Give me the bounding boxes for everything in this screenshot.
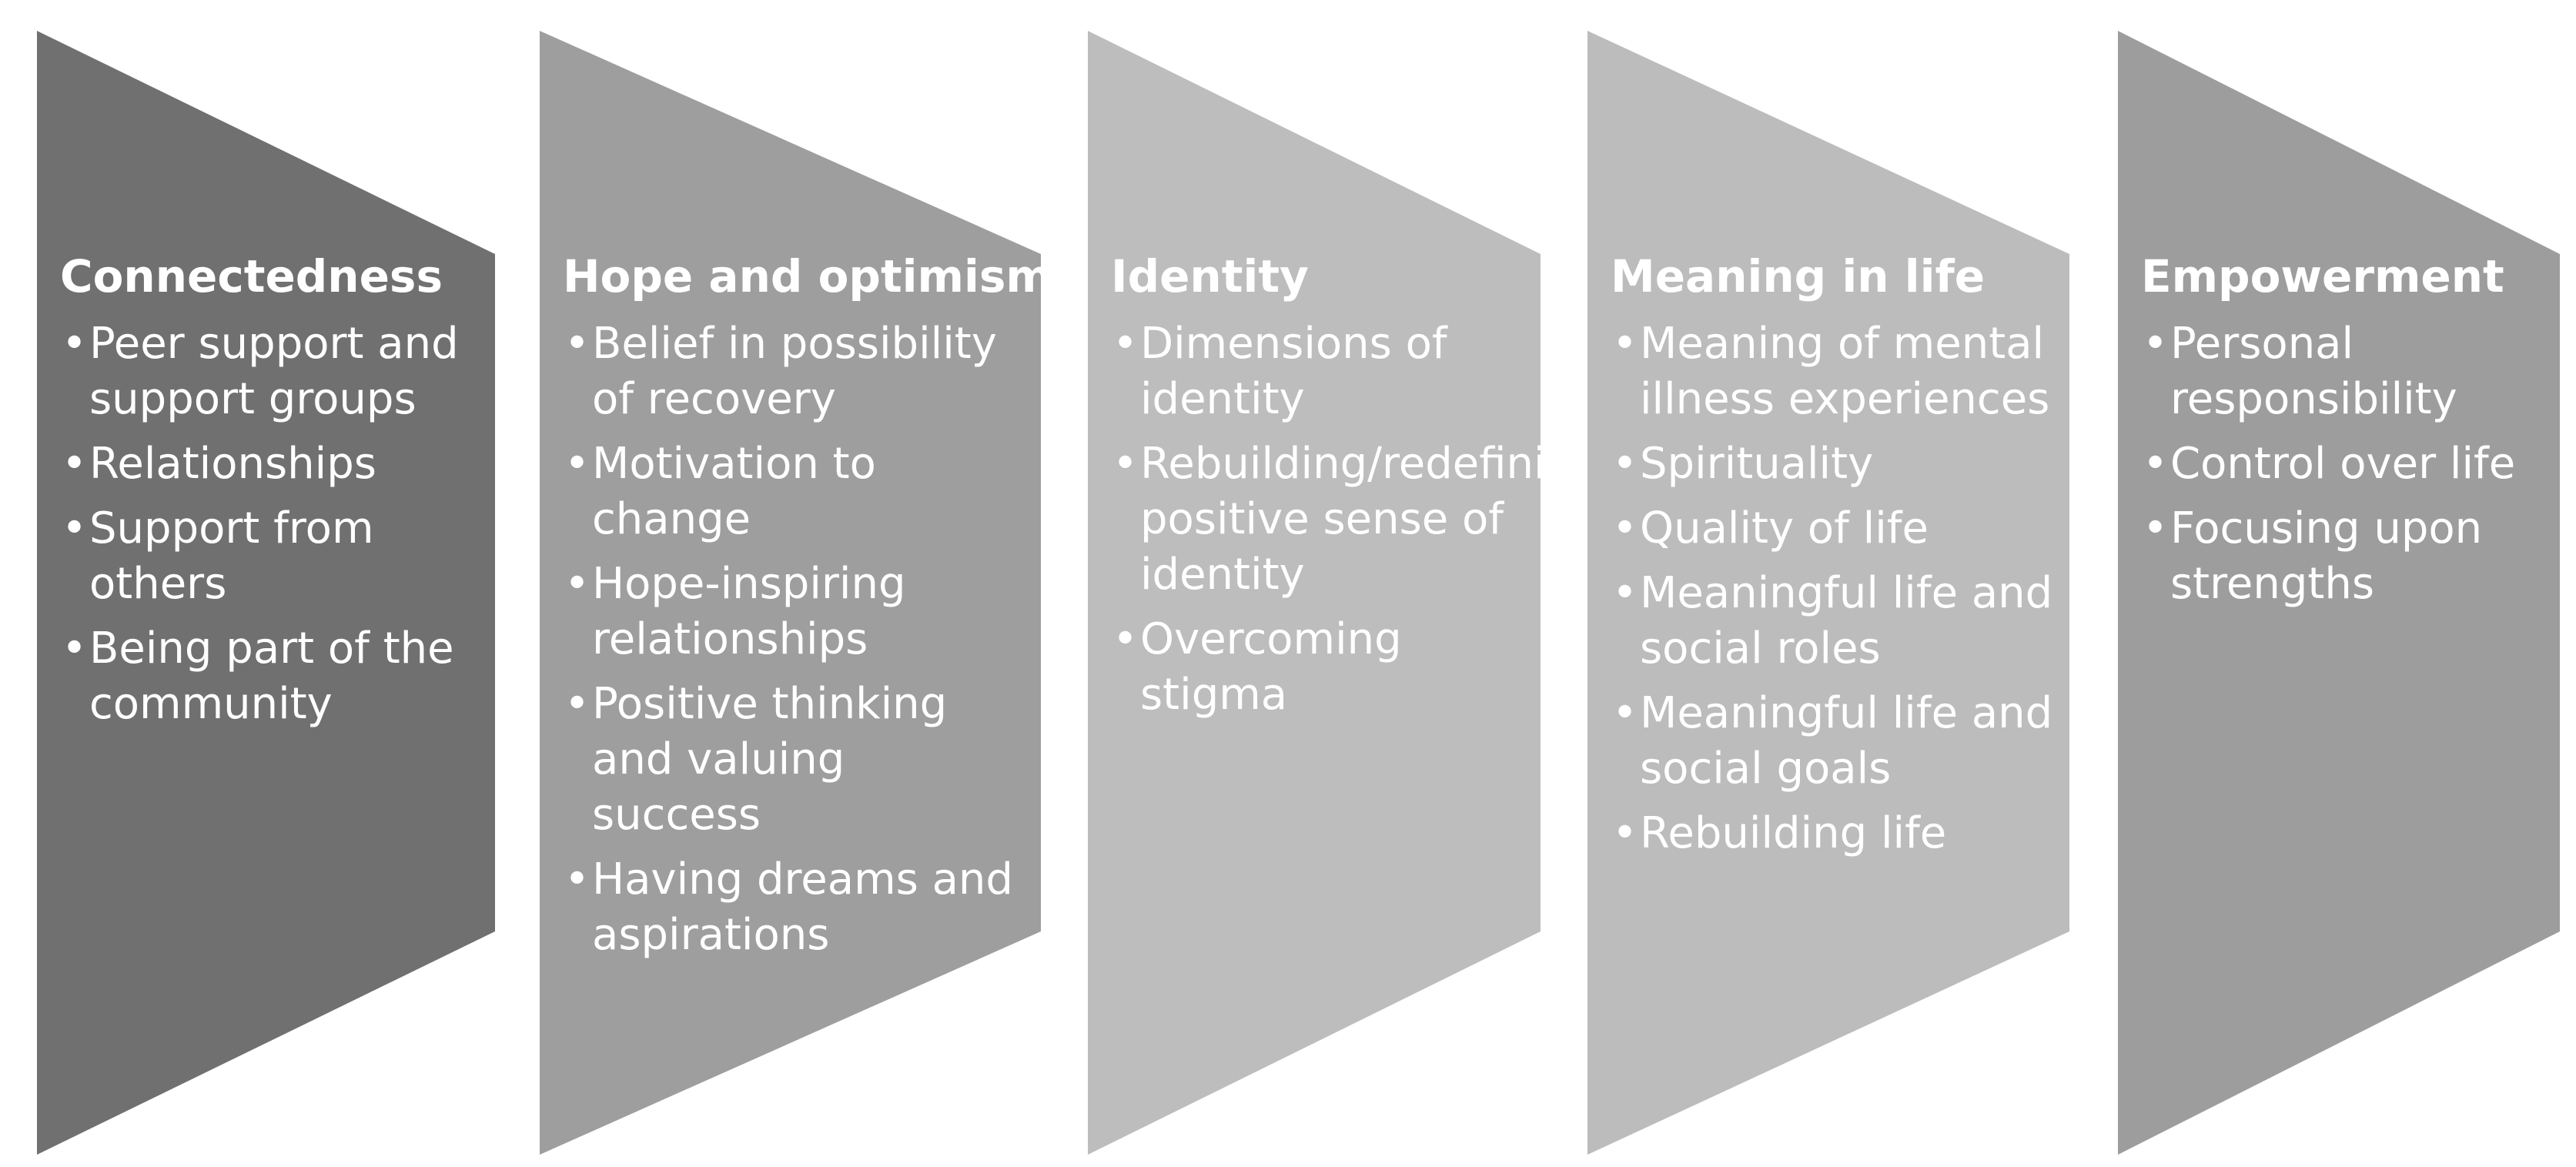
panel-identity: Identity •Dimensions of identity•Rebuild…	[1088, 31, 1601, 1155]
panel-bullet-item: •Spirituality	[1611, 436, 2056, 492]
bullet-item-text: Focusing upon strengths	[2170, 503, 2483, 609]
panel-content: Identity •Dimensions of identity•Rebuild…	[1111, 249, 1601, 732]
panel-bullet-item: •Being part of the community	[60, 621, 481, 732]
bullet-item-text: Meaningful life and social goals	[1640, 688, 2053, 794]
bullet-item-text: Rebuilding/redefining positive sense of …	[1140, 439, 1601, 600]
panel-item-list: •Meaning of mental illness experiences•S…	[1611, 316, 2056, 861]
panel-bullet-item: •Having dreams and aspirations	[563, 852, 1027, 963]
bullet-glyph: •	[1612, 439, 1638, 489]
bullet-item-text: Control over life	[2170, 439, 2516, 489]
bullet-item-text: Dimensions of identity	[1140, 319, 1447, 424]
bullet-glyph: •	[1112, 439, 1139, 489]
panel-heading: Hope and optimism	[563, 250, 1052, 303]
bullet-glyph: •	[564, 854, 590, 905]
bullet-glyph: •	[564, 319, 590, 369]
panel-bullet-item: •Rebuilding/redefining positive sense of…	[1111, 436, 1601, 603]
bullet-item-text: Rebuilding life	[1640, 808, 1947, 858]
bullet-item-text: Quality of life	[1640, 503, 1929, 553]
panel-content: Hope and optimism •Belief in possibility…	[563, 249, 1052, 972]
bullet-item-text: Relationships	[89, 439, 376, 489]
panel-bullet-item: •Quality of life	[1611, 501, 2056, 557]
bullet-item-text: Being part of the community	[89, 624, 454, 729]
bullet-item-text: Having dreams and aspirations	[592, 854, 1013, 960]
bullet-item-text: Meaning of mental illness experiences	[1640, 319, 2050, 424]
panel-shape	[37, 31, 495, 1155]
panel-heading: Identity	[1111, 250, 1309, 303]
bullet-item-text: Meaningful life and social roles	[1640, 568, 2053, 674]
bullet-glyph: •	[1612, 568, 1638, 618]
bullet-glyph: •	[1612, 319, 1638, 369]
panel-bullet-item: •Meaningful life and social goals	[1611, 686, 2056, 797]
panel-bullet-item: •Overcoming stigma	[1111, 612, 1527, 723]
panel-item-list: •Belief in possibility of recovery•Motiv…	[563, 316, 1027, 963]
bullet-glyph: •	[564, 679, 590, 729]
panel-connectedness: Connectedness •Peer support and support …	[37, 31, 495, 1155]
bullet-item-text: Belief in possibility of recovery	[592, 319, 997, 424]
bullet-item-text: Motivation to change	[592, 439, 876, 544]
panel-content: Meaning in life •Meaning of mental illne…	[1611, 249, 2056, 871]
panel-item-list: •Peer support and support groups•Relatio…	[60, 316, 481, 732]
panel-bullet-item: •Relationships	[60, 436, 481, 492]
bullet-glyph: •	[2143, 503, 2169, 553]
panel-content: Empowerment •Personal responsibility•Con…	[2141, 249, 2546, 621]
bullet-glyph: •	[2143, 319, 2169, 369]
bullet-glyph: •	[1612, 808, 1638, 858]
bullet-glyph: •	[564, 439, 590, 489]
bullet-glyph: •	[1612, 503, 1638, 553]
panel-bullet-item: •Rebuilding life	[1611, 806, 2056, 861]
panel-shape	[540, 31, 1041, 1155]
panel-bullet-item: •Positive thinking and valuing success	[563, 677, 1027, 843]
panel-bullet-item: •Dimensions of identity	[1111, 316, 1527, 427]
panel-heading: Meaning in life	[1611, 250, 1986, 303]
bullet-glyph: •	[62, 319, 88, 369]
panel-meaning-in-life: Meaning in life •Meaning of mental illne…	[1587, 31, 2069, 1155]
bullet-glyph: •	[62, 439, 88, 489]
bullet-glyph: •	[1112, 614, 1139, 664]
panel-bullet-item: •Hope-inspiring relationships	[563, 557, 1027, 667]
panel-bullet-item: •Control over life	[2141, 436, 2546, 492]
bullet-item-text: Hope-inspiring relationships	[592, 559, 906, 664]
bullet-item-text: Peer support and support groups	[89, 319, 459, 424]
bullet-item-text: Personal responsibility	[2170, 319, 2457, 424]
bullet-item-text: Support from others	[89, 503, 374, 609]
panel-item-list: •Personal responsibility•Control over li…	[2141, 316, 2546, 612]
panel-bullet-item: •Meaningful life and social roles	[1611, 566, 2056, 677]
panel-shape	[2118, 31, 2560, 1155]
bullet-item-text: Spirituality	[1640, 439, 1874, 489]
panel-hope-and-optimism: Hope and optimism •Belief in possibility…	[540, 31, 1052, 1155]
panel-bullet-item: •Meaning of mental illness experiences	[1611, 316, 2056, 427]
panel-content: Connectedness •Peer support and support …	[60, 249, 481, 741]
panel-bullet-item: •Personal responsibility	[2141, 316, 2546, 427]
panel-shape	[1088, 31, 1541, 1155]
panel-bullet-item: •Belief in possibility of recovery	[563, 316, 1027, 427]
bullet-item-text: Overcoming stigma	[1140, 614, 1402, 720]
panel-bullet-item: •Focusing upon strengths	[2141, 501, 2546, 612]
bullet-glyph: •	[564, 559, 590, 609]
bullet-item-text: Positive thinking and valuing success	[592, 679, 948, 840]
bullet-glyph: •	[62, 503, 88, 553]
panel-bullet-item: •Motivation to change	[563, 436, 1027, 547]
panel-bullet-item: •Peer support and support groups	[60, 316, 481, 427]
bullet-glyph: •	[1612, 688, 1638, 738]
panel-item-list: •Dimensions of identity•Rebuilding/redef…	[1111, 316, 1601, 723]
bullet-glyph: •	[2143, 439, 2169, 489]
panel-heading: Empowerment	[2141, 250, 2504, 303]
panel-bullet-item: •Support from others	[60, 501, 481, 612]
bullet-glyph: •	[62, 624, 88, 674]
panel-heading: Connectedness	[60, 250, 443, 303]
panel-shape	[1587, 31, 2069, 1155]
bullet-glyph: •	[1112, 319, 1139, 369]
panel-empowerment: Empowerment •Personal responsibility•Con…	[2118, 31, 2560, 1155]
